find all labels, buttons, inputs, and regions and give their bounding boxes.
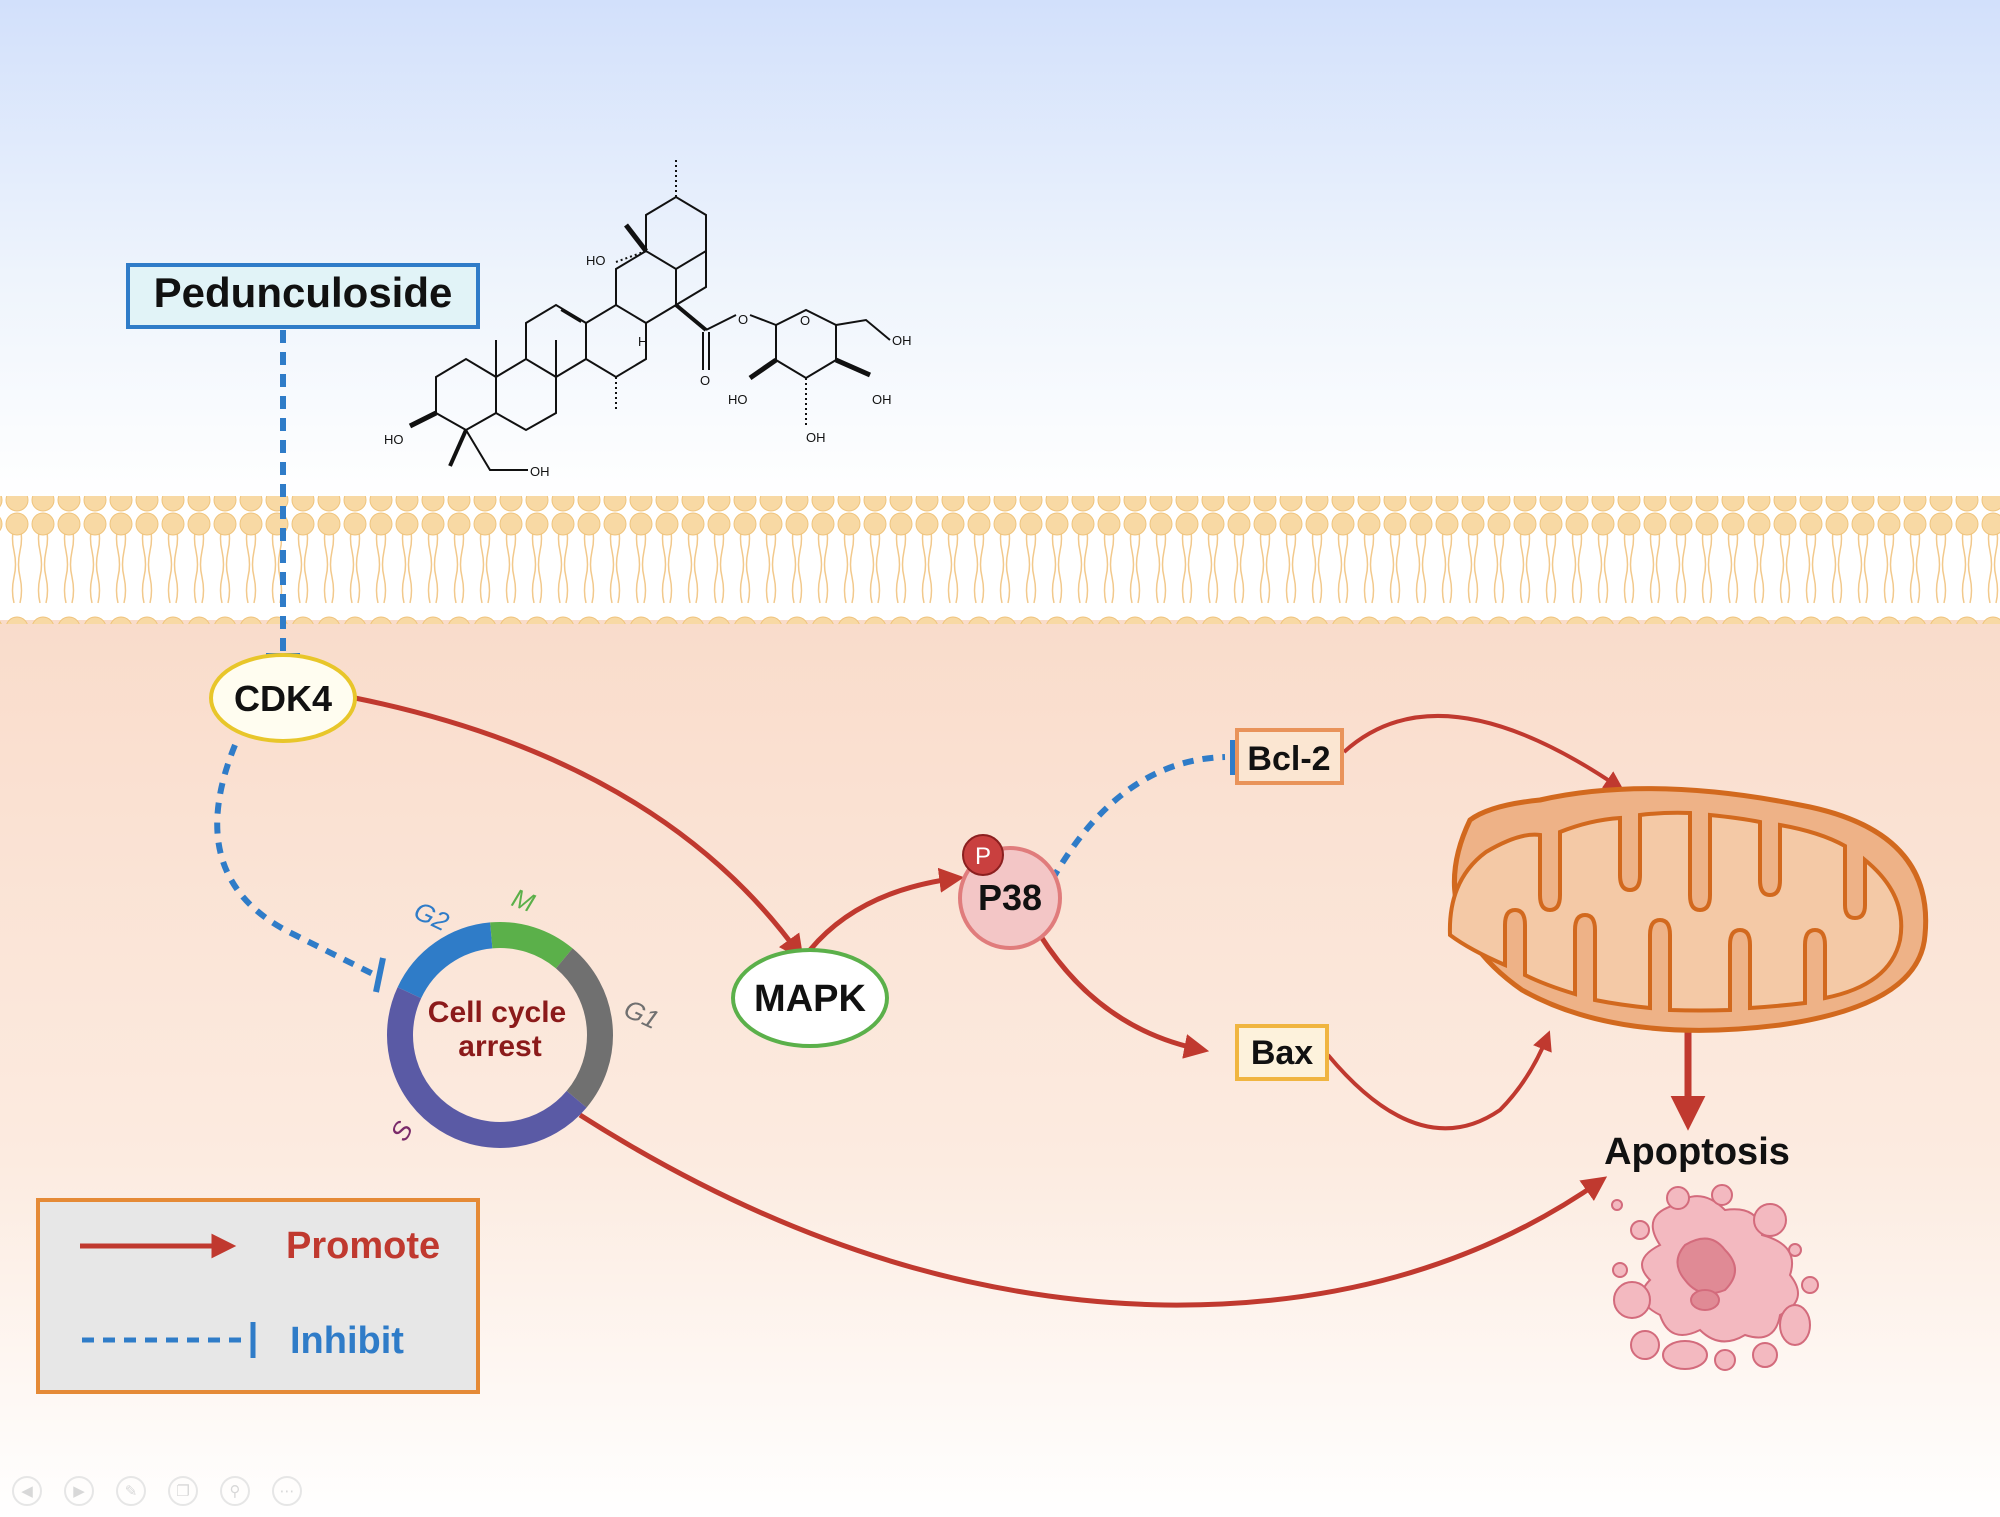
bcl2-box	[1235, 728, 1344, 785]
pen-icon[interactable]: ✎	[116, 1476, 146, 1506]
svg-text:OH: OH	[872, 392, 892, 407]
svg-text:OH: OH	[892, 333, 912, 348]
svg-text:HO: HO	[586, 253, 606, 268]
legend: Promote Inhibit	[36, 1198, 480, 1394]
phase-arc-s	[387, 987, 587, 1148]
cell-membrane	[0, 496, 2000, 624]
svg-text:HO: HO	[384, 432, 404, 447]
promote-cdk4-mapk	[354, 695, 804, 961]
promote-mapk-p38	[808, 867, 965, 952]
phospho-label: P	[975, 843, 991, 870]
svg-text:O: O	[700, 373, 710, 388]
legend-promote-label: Promote	[286, 1225, 440, 1267]
bcl2-label: Bcl-2	[1247, 740, 1330, 778]
mitochondria	[1447, 786, 1929, 1033]
svg-text:OH: OH	[806, 430, 826, 445]
promote-bax-mito	[1326, 1030, 1552, 1131]
phase-arc-m	[490, 922, 573, 969]
copy-icon[interactable]: ❐	[168, 1476, 198, 1506]
pedunculoside-box	[126, 263, 480, 329]
zoom-icon[interactable]: ⚲	[220, 1476, 250, 1506]
prev-icon[interactable]: ◀	[12, 1476, 42, 1506]
phospho-badge	[962, 834, 1004, 876]
svg-text:O: O	[738, 312, 748, 327]
promote-p38-bax	[1037, 933, 1210, 1059]
svg-text:O: O	[800, 313, 810, 328]
inhibit-bar-cellcycle	[373, 957, 386, 993]
mapk-label: MAPK	[754, 978, 866, 1020]
inhibit-p38-bcl2	[1049, 754, 1226, 882]
structure-labels: HO H HO OH O O O OH HO OH OH	[384, 253, 912, 479]
cell-cycle-label-line2: arrest	[458, 1030, 541, 1063]
pedunculoside-structure	[408, 160, 891, 471]
apoptotic-cell-icon	[1611, 1184, 1819, 1371]
legend-inhibit-label: Inhibit	[290, 1320, 404, 1362]
phase-arc-g1	[555, 948, 613, 1108]
cell-cycle-label-line1: Cell cycle	[428, 996, 566, 1029]
viewer-toolbar: ◀ ▶ ✎ ❐ ⚲ ⋯	[12, 1476, 302, 1506]
legend-box	[36, 1198, 480, 1394]
svg-text:OH: OH	[530, 464, 550, 479]
cell-cycle-ring	[387, 922, 613, 1148]
svg-text:H: H	[638, 334, 647, 349]
extracellular-background	[0, 0, 2000, 500]
pedunculoside-label: Pedunculoside	[154, 269, 453, 316]
cdk4-node	[209, 653, 357, 743]
svg-text:HO: HO	[728, 392, 748, 407]
bax-box	[1235, 1024, 1329, 1081]
inhibit-cdk4-cellcycle	[214, 743, 377, 978]
promote-bcl2-mito	[1342, 713, 1625, 791]
p38-label: P38	[978, 877, 1042, 918]
phase-arc-g2	[397, 922, 493, 999]
mapk-node	[731, 948, 889, 1048]
cdk4-label: CDK4	[234, 678, 332, 719]
apoptosis-label: Apoptosis	[1604, 1131, 1790, 1173]
more-icon[interactable]: ⋯	[272, 1476, 302, 1506]
bax-label: Bax	[1251, 1034, 1313, 1072]
next-icon[interactable]: ▶	[64, 1476, 94, 1506]
promote-cellcycle-apoptosis	[578, 1112, 1608, 1308]
